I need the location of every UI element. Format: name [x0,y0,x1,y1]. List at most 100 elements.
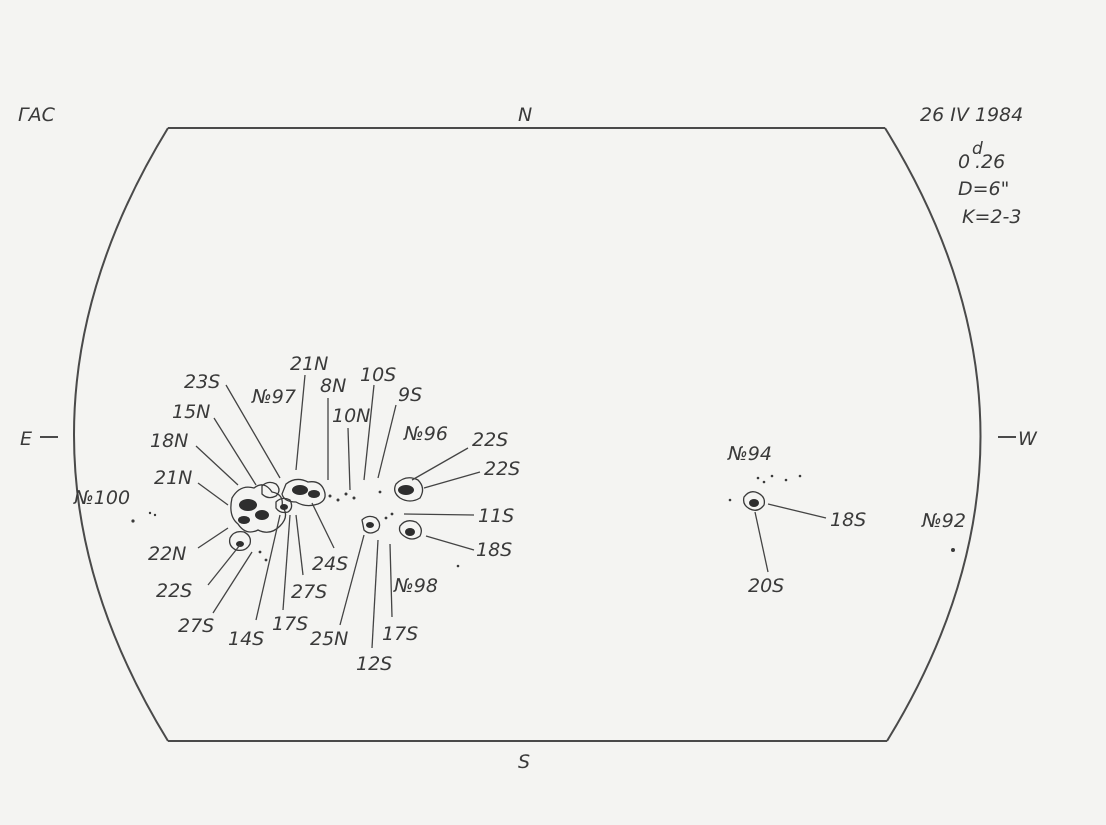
leader-22S-left [207,544,241,586]
pore [328,494,332,498]
leader-10S [363,384,375,481]
penumbra-94 [742,491,766,511]
leader-10N [347,427,351,491]
label-25N: 25N [310,628,348,650]
east-label: E [20,428,32,450]
leader-21N-left [197,482,229,506]
pore [336,498,340,502]
observatory-label: ГАС [18,104,56,126]
leader-17S-left [282,514,291,611]
leader-23S [225,384,281,479]
label-8N: 8N [320,375,346,397]
pore-92 [951,548,955,552]
leader-18N [195,445,239,486]
pore [798,474,802,478]
leader-20S [754,511,769,573]
pore [784,478,788,482]
pore [762,480,766,484]
umbra [292,485,308,495]
label-17S-right: 17S [382,623,418,645]
penumbra-center-b [275,497,293,514]
pores [131,474,955,568]
group-100-label: №100 [73,487,130,509]
label-12S: 12S [356,653,392,675]
disk-outline [40,127,1016,742]
penumbra-98 [398,520,422,540]
sunspot-group-94 [742,491,766,511]
label-21N-top: 21N [290,353,328,375]
umbra [255,510,269,520]
label-10N: 10N [332,405,370,427]
leader-24S [311,502,335,549]
label-20S: 20S [748,575,784,597]
group-94-label: №94 [727,443,772,465]
leader-9S [377,404,397,479]
umbra [398,485,414,495]
time-frac: .26 [975,151,1005,173]
pore [756,476,760,480]
penumbra-96 [394,477,424,502]
pore [728,498,732,502]
label-10S: 10S [360,364,396,386]
pore [153,513,157,517]
sunspot-group-center [275,478,381,534]
label-24S: 24S [312,553,348,575]
pore [352,496,356,500]
label-21N-left: 21N [154,467,192,489]
group-96-label: №96 [403,423,448,445]
pore [384,516,388,520]
penumbra-left-upper [261,481,280,499]
time-main: 0 [958,151,970,173]
date-label: 26 IV 1984 [920,104,1023,126]
umbra [238,516,250,524]
leader-lines [195,374,827,649]
west-label: W [1018,428,1038,450]
label-23S: 23S [184,371,220,393]
penumbra-left-small [228,530,252,552]
label-27S-mid: 27S [291,581,327,603]
leader-11S [403,513,475,516]
pore [770,474,774,478]
time-label: 0 d .26 [958,139,1005,173]
leader-22S-upper [411,447,469,481]
disk-east-limb [73,127,169,742]
label-17S-left: 17S [272,613,308,635]
label-22S-lower: 22S [484,458,520,480]
umbra [749,499,759,507]
time-sup: d [972,139,983,159]
umbra [405,528,415,536]
umbra [236,541,244,547]
leader-25N [339,534,365,626]
leader-27S-mid [295,514,304,576]
penumbra-center-a [281,478,326,507]
pore [131,519,135,523]
label-9S: 9S [398,384,422,406]
label-14S: 14S [228,628,264,650]
leader-18S-right [767,503,827,519]
label-11S: 11S [478,505,514,527]
quality-label: K=2-3 [962,206,1021,228]
pore [344,492,348,496]
pore [148,511,152,515]
leader-22N [197,527,229,549]
south-label: S [518,751,530,773]
pore [258,550,262,554]
sunspot-group-left [228,481,287,552]
group-97-label: №97 [251,386,296,408]
pore [456,564,460,568]
leader-15N [213,417,257,486]
umbra [308,490,320,498]
seeing-label: D=6" [958,178,1009,200]
sunspot-group-right [394,477,424,540]
pore [378,490,382,494]
pore [264,558,268,562]
label-18S-left: 18S [476,539,512,561]
label-22N: 22N [148,543,186,565]
group-92-label: №92 [921,510,966,532]
leader-14S [255,514,281,621]
umbra [280,504,288,510]
penumbra-left-main [230,484,287,533]
leader-12S [371,539,379,649]
umbra [239,499,257,511]
